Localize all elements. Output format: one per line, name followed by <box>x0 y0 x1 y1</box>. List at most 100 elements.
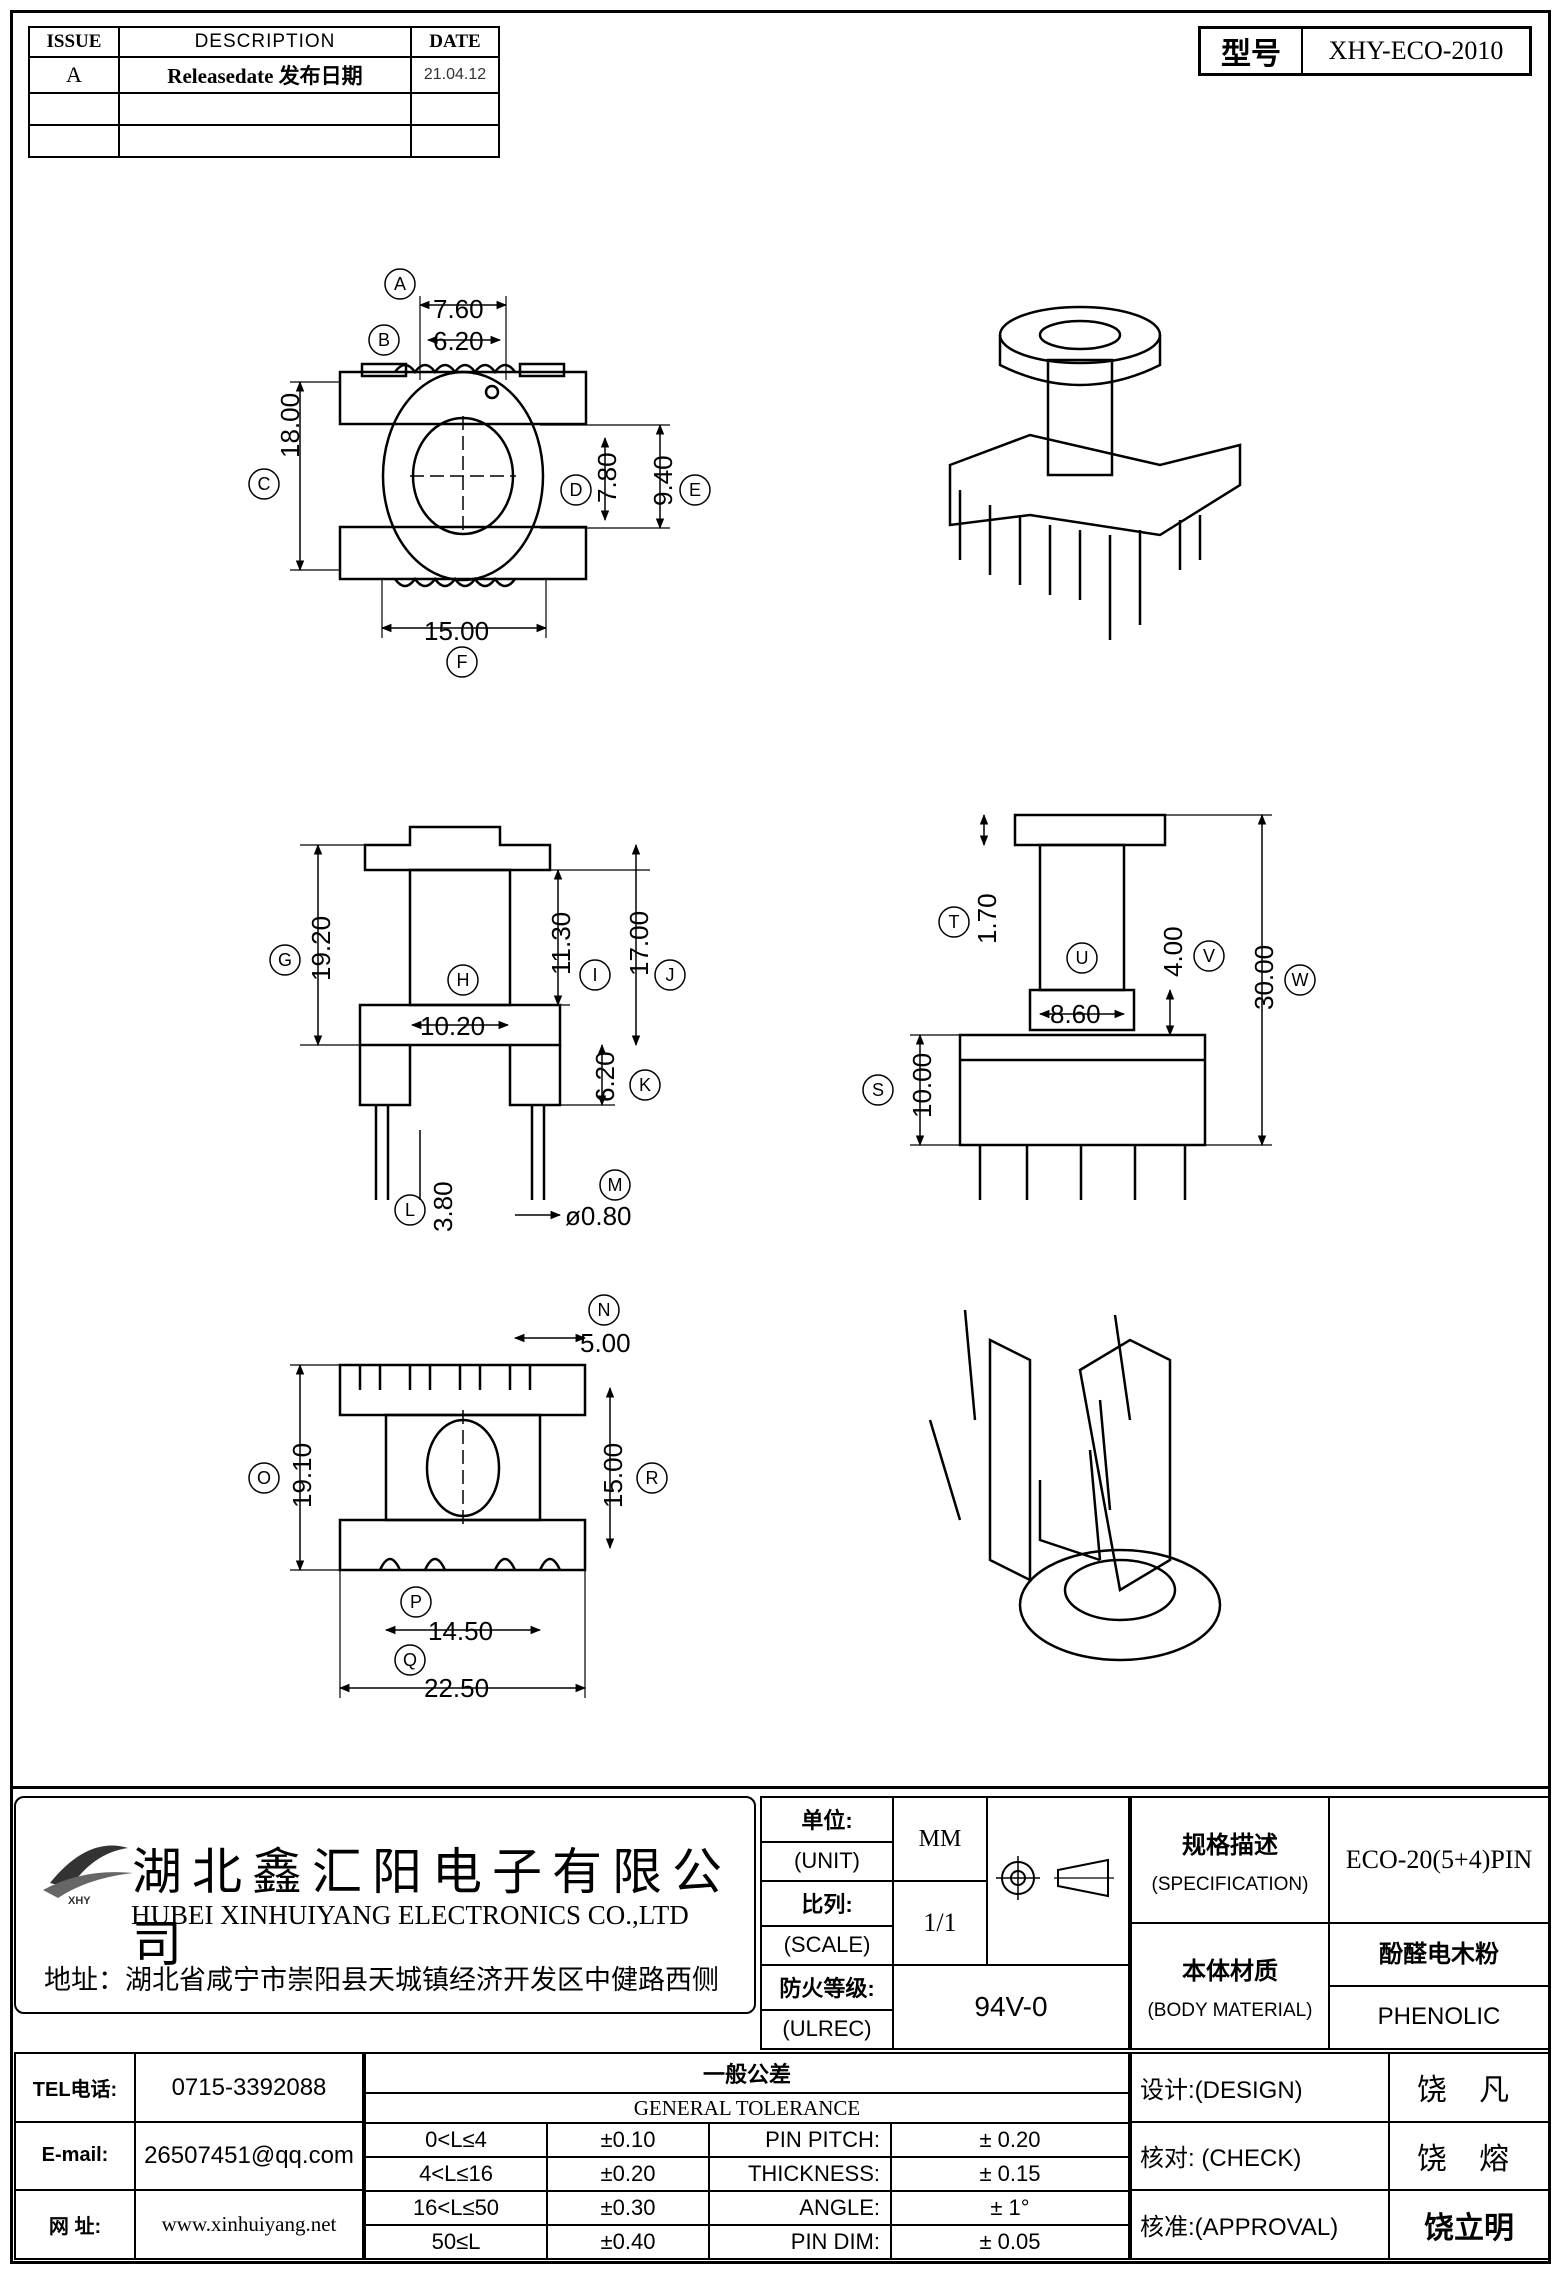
tolerance-table: 一般公差 GENERAL TOLERANCE 0<L≤4 ±0.10 PIN P… <box>364 2052 1130 2260</box>
revision-cell <box>118 124 412 158</box>
spec-value: ECO-20(5+4)PIN <box>1328 1796 1550 1924</box>
dim-G: 19.20 <box>306 916 336 981</box>
tolerance-item-value: ± 0.20 <box>890 2122 1130 2158</box>
tolerance-item: THICKNESS: <box>708 2156 892 2192</box>
svg-text:I: I <box>592 965 597 985</box>
email-label: E-mail: <box>14 2121 136 2191</box>
company-address: 地址：湖北省咸宁市崇阳县天城镇经济开发区中健路西侧 <box>44 1965 719 1995</box>
approval-label: 核准:(APPROVAL) <box>1130 2189 1390 2260</box>
drawing-sheet <box>10 10 1551 2264</box>
tolerance-item-value: ± 1° <box>890 2190 1130 2226</box>
tel-label: TEL电话: <box>14 2051 136 2124</box>
tolerance-item-value: ± 0.15 <box>890 2156 1130 2192</box>
dim-U: 8.60 <box>1050 999 1101 1029</box>
dim-A: 7.60 <box>433 294 484 324</box>
svg-text:S: S <box>872 1080 884 1100</box>
tolerance-value: ±0.40 <box>546 2224 710 2260</box>
tolerance-value: ±0.20 <box>546 2156 710 2192</box>
dim-I: 11.30 <box>546 912 576 975</box>
material-label: 本体材质 (BODY MATERIAL) <box>1130 1922 1330 2050</box>
model-box: 型号 XHY-ECO-2010 <box>1198 26 1532 76</box>
svg-text:T: T <box>949 912 960 932</box>
tolerance-range: 16<L≤50 <box>364 2190 548 2226</box>
model-label: 型号 <box>1198 26 1303 76</box>
side-view <box>862 813 1316 1200</box>
tolerance-range: 50≤L <box>364 2224 548 2260</box>
tolerance-range: 0<L≤4 <box>364 2122 548 2158</box>
svg-text:O: O <box>257 1468 271 1488</box>
dim-E: 9.40 <box>648 455 678 506</box>
scale-label-cn: 比列: <box>760 1880 894 1927</box>
svg-text:N: N <box>598 1300 611 1320</box>
check-label: 核对: (CHECK) <box>1130 2120 1390 2192</box>
revision-cell <box>28 92 120 126</box>
dim-J: 17.00 <box>624 911 654 976</box>
material-value: 酚醛电木粉 PHENOLIC <box>1328 1922 1550 2050</box>
unit-scale-table: 单位: MM (UNIT) 比列: 1/1 (SCALE) 防火等级: 94V-… <box>760 1796 1130 2051</box>
unit-label-en: (UNIT) <box>760 1840 894 1883</box>
signoff-table: 设计:(DESIGN) 饶 凡 核对: (CHECK) 饶 熔 核准:(APPR… <box>1130 2052 1550 2260</box>
svg-text:Q: Q <box>403 1650 417 1670</box>
revision-cell <box>118 92 412 126</box>
design-label: 设计:(DESIGN) <box>1130 2052 1390 2123</box>
web-label: 网 址: <box>14 2188 136 2261</box>
dim-Q: 22.50 <box>424 1673 489 1703</box>
material-label-cn: 本体材质 <box>1182 1957 1278 1985</box>
svg-text:A: A <box>394 274 406 294</box>
revision-header-date: DATE <box>410 26 500 58</box>
svg-text:K: K <box>639 1075 651 1095</box>
tolerance-title-en: GENERAL TOLERANCE <box>364 2092 1130 2124</box>
scale-label-en: (SCALE) <box>760 1924 894 1967</box>
tolerance-item: PIN DIM: <box>708 2224 892 2260</box>
dim-H: 10.20 <box>420 1011 485 1041</box>
fire-label-cn: 防火等级: <box>760 1964 894 2011</box>
revision-cell <box>410 124 500 158</box>
tel-value: 0715-3392088 <box>134 2051 364 2124</box>
spec-table: 规格描述 (SPECIFICATION) ECO-20(5+4)PIN 本体材质… <box>1130 1796 1550 2050</box>
dim-F: 15.00 <box>424 616 489 646</box>
unit-value: MM <box>892 1796 988 1882</box>
scale-value: 1/1 <box>892 1880 988 1966</box>
svg-text:U: U <box>1076 948 1089 968</box>
tolerance-item-value: ± 0.05 <box>890 2224 1130 2260</box>
dim-M: ø0.80 <box>565 1201 632 1231</box>
svg-text:W: W <box>1292 970 1309 990</box>
unit-label-cn: 单位: <box>760 1796 894 1843</box>
company-name-cn: 湖北鑫汇阳电子有限公司 <box>132 1844 732 1972</box>
technical-drawing: 7.60 6.20 15.00 18.00 7.80 9.40 19.20 10… <box>248 268 1316 1703</box>
dim-O: 19.10 <box>287 1443 317 1508</box>
svg-text:F: F <box>457 652 468 672</box>
tolerance-range: 4<L≤16 <box>364 2156 548 2192</box>
dim-S: 10.00 <box>907 1053 937 1118</box>
svg-text:XHY: XHY <box>68 1895 91 1907</box>
dim-B: 6.20 <box>433 326 484 356</box>
company-logo: XHY <box>38 1828 138 1908</box>
isometric-view-top <box>948 305 1242 640</box>
svg-text:G: G <box>278 950 292 970</box>
title-block <box>10 1786 1551 2264</box>
contact-table: TEL电话: 0715-3392088 E-mail: 26507451@qq.… <box>14 2051 364 2261</box>
dim-K: 6.20 <box>590 1051 620 1102</box>
svg-text:H: H <box>457 970 470 990</box>
revision-cell <box>28 124 120 158</box>
spec-label-cn: 规格描述 <box>1182 1831 1278 1859</box>
isometric-view-bottom <box>928 1309 1222 1662</box>
front-view <box>269 825 686 1226</box>
dim-N: 5.00 <box>580 1328 631 1358</box>
design-name: 饶 凡 <box>1388 2052 1550 2123</box>
svg-text:J: J <box>666 965 675 985</box>
svg-text:R: R <box>646 1468 659 1488</box>
dim-W: 30.00 <box>1249 945 1279 1010</box>
svg-text:C: C <box>258 474 271 494</box>
revision-date: 21.04.12 <box>410 56 500 94</box>
email-value: 26507451@qq.com <box>134 2121 364 2191</box>
material-value-cn: 酚醛电木粉 <box>1330 1925 1548 1987</box>
spec-label-en: (SPECIFICATION) <box>1151 1873 1309 1895</box>
material-label-en: (BODY MATERIAL) <box>1147 1999 1313 2021</box>
check-name: 饶 熔 <box>1388 2120 1550 2192</box>
material-value-en: PHENOLIC <box>1377 2003 1501 2030</box>
revision-issue: A <box>28 56 120 94</box>
revision-description: Releasedate 发布日期 <box>118 56 412 94</box>
tolerance-value: ±0.10 <box>546 2122 710 2158</box>
svg-text:B: B <box>378 330 390 350</box>
